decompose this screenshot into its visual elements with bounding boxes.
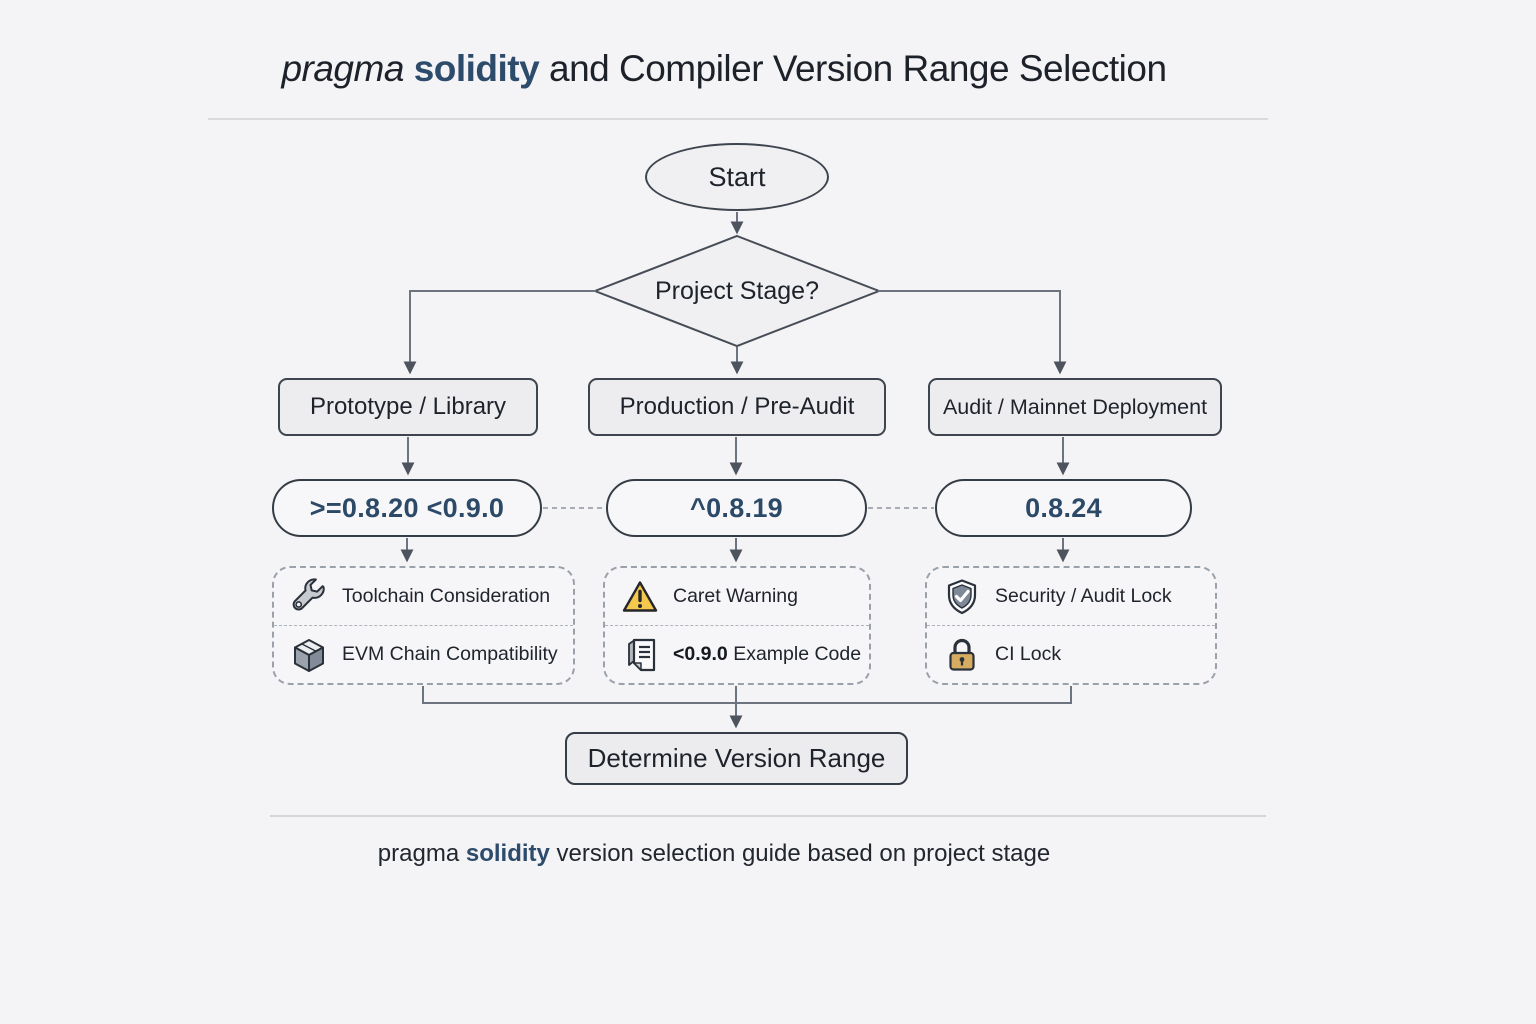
caption-word-solidity: solidity (465, 840, 550, 867)
title-word-solidity: solidity (413, 48, 540, 89)
note-label: <0.9.0 Example Code (673, 643, 862, 665)
result-label: Determine Version Range (587, 743, 886, 773)
stage-production-preaudit: Production / Pre-Audit (588, 378, 886, 436)
note-evm-compat: EVM Chain Compatibility (274, 626, 573, 683)
version-pill-pinned: 0.8.24 (935, 479, 1192, 537)
caption-rest: version selection guide based on project… (556, 840, 1051, 867)
note-label: CI Lock (995, 643, 1062, 665)
version-label: >=0.8.20 <0.9.0 (309, 492, 505, 523)
version-label: ^0.8.19 (690, 492, 783, 523)
detail-box-production: Caret Warning <0.9.0 Example Code (603, 566, 871, 685)
stage-label: Production / Pre-Audit (619, 393, 855, 420)
note-label: Toolchain Consideration (342, 585, 551, 607)
decision-diamond-shape (592, 234, 882, 348)
note-label: Caret Warning (673, 585, 798, 607)
note-label: Security / Audit Lock (995, 585, 1172, 607)
stage-prototype-library: Prototype / Library (278, 378, 538, 436)
note-ci-lock: CI Lock (927, 626, 1215, 683)
detail-box-audit: Security / Audit Lock CI Lock (925, 566, 1217, 685)
detail-box-prototype: Toolchain Consideration EVM Chain Compat… (272, 566, 575, 685)
start-label: Start (708, 161, 766, 192)
stage-label: Prototype / Library (309, 393, 507, 420)
caption-word-pragma: pragma (377, 840, 460, 867)
title-rest: and Compiler Version Range Selection (549, 48, 1167, 89)
stage-audit-mainnet: Audit / Mainnet Deployment (928, 378, 1222, 436)
shield-check-icon (942, 577, 982, 617)
decision-label: Project Stage? (655, 277, 819, 305)
note-caret-warning: Caret Warning (605, 568, 869, 626)
note-example-code: <0.9.0 Example Code (605, 626, 869, 683)
version-label: 0.8.24 (1025, 492, 1102, 523)
decision-node: Project Stage? (617, 277, 857, 306)
lock-icon (942, 635, 982, 675)
cube-icon (289, 635, 329, 675)
version-pill-range: >=0.8.20 <0.9.0 (272, 479, 542, 537)
result-node: Determine Version Range (565, 732, 908, 785)
start-node: Start (645, 143, 829, 211)
version-pill-caret: ^0.8.19 (606, 479, 867, 537)
note-security-audit-lock: Security / Audit Lock (927, 568, 1215, 626)
note-label: EVM Chain Compatibility (342, 643, 558, 665)
stage-label: Audit / Mainnet Deployment (942, 394, 1208, 419)
warning-icon (620, 577, 660, 617)
document-icon (620, 635, 660, 675)
caption: pragma solidity version selection guide … (64, 840, 1364, 868)
wrench-icon (289, 577, 329, 617)
title-word-pragma: pragma (281, 48, 404, 89)
title-divider (208, 118, 1268, 120)
page-title: pragma solidity and Compiler Version Ran… (0, 48, 1448, 90)
footer-divider (270, 815, 1266, 817)
note-toolchain: Toolchain Consideration (274, 568, 573, 626)
